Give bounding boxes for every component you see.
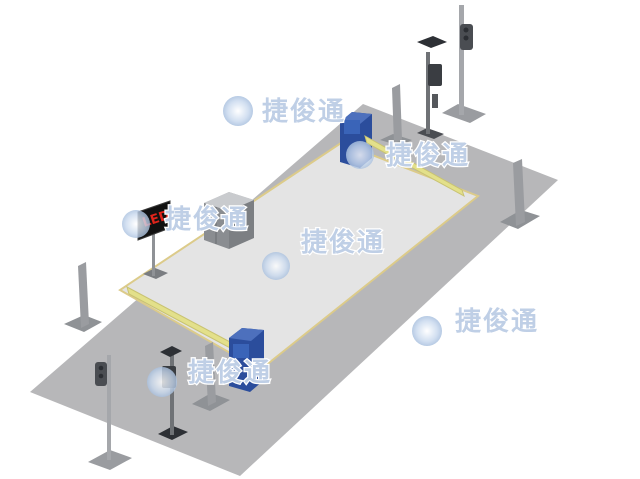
swirl-logo-icon: [262, 252, 290, 280]
svg-text:捷俊通: 捷俊通: [455, 306, 539, 337]
watermark-5: 捷俊通: [412, 305, 539, 346]
svg-text:捷俊通: 捷俊通: [165, 204, 249, 235]
svg-text:捷俊通: 捷俊通: [386, 140, 470, 171]
swirl-logo-icon: [412, 316, 442, 346]
svg-text:捷俊通: 捷俊通: [188, 357, 272, 388]
traffic-light-pole-front: [88, 355, 132, 470]
sensor-post-rear-right: [500, 159, 540, 229]
svg-text:捷俊通: 捷俊通: [301, 227, 385, 258]
swirl-logo-icon: [147, 367, 177, 397]
weighing-platform: [118, 141, 480, 372]
swirl-logo-icon: [223, 96, 253, 126]
swirl-logo-icon: [346, 141, 374, 169]
sensor-post-front-left: [64, 262, 102, 332]
card-reader-rear: [417, 36, 447, 139]
traffic-light-pole-rear: [442, 5, 486, 123]
watermark-6: 捷俊通: [147, 356, 272, 397]
camera-icon: [417, 36, 447, 48]
watermark-2: 捷俊通: [346, 139, 470, 172]
watermark-3: 捷俊通: [122, 203, 249, 238]
swirl-logo-icon: [122, 210, 150, 238]
watermark-4: 捷俊通: [262, 226, 385, 280]
svg-text:捷俊通: 捷俊通: [262, 96, 346, 127]
barrier-gate-front: [229, 328, 264, 392]
camera-icon-front: [160, 346, 182, 357]
control-cabinet: [204, 192, 254, 249]
barrier-arm-rear: [364, 134, 465, 198]
sensor-post-front-center: [192, 342, 230, 411]
watermark-1: 捷俊通: [223, 95, 346, 128]
sensor-post-rear-left: [380, 84, 412, 146]
card-reader-icon: [428, 64, 442, 86]
